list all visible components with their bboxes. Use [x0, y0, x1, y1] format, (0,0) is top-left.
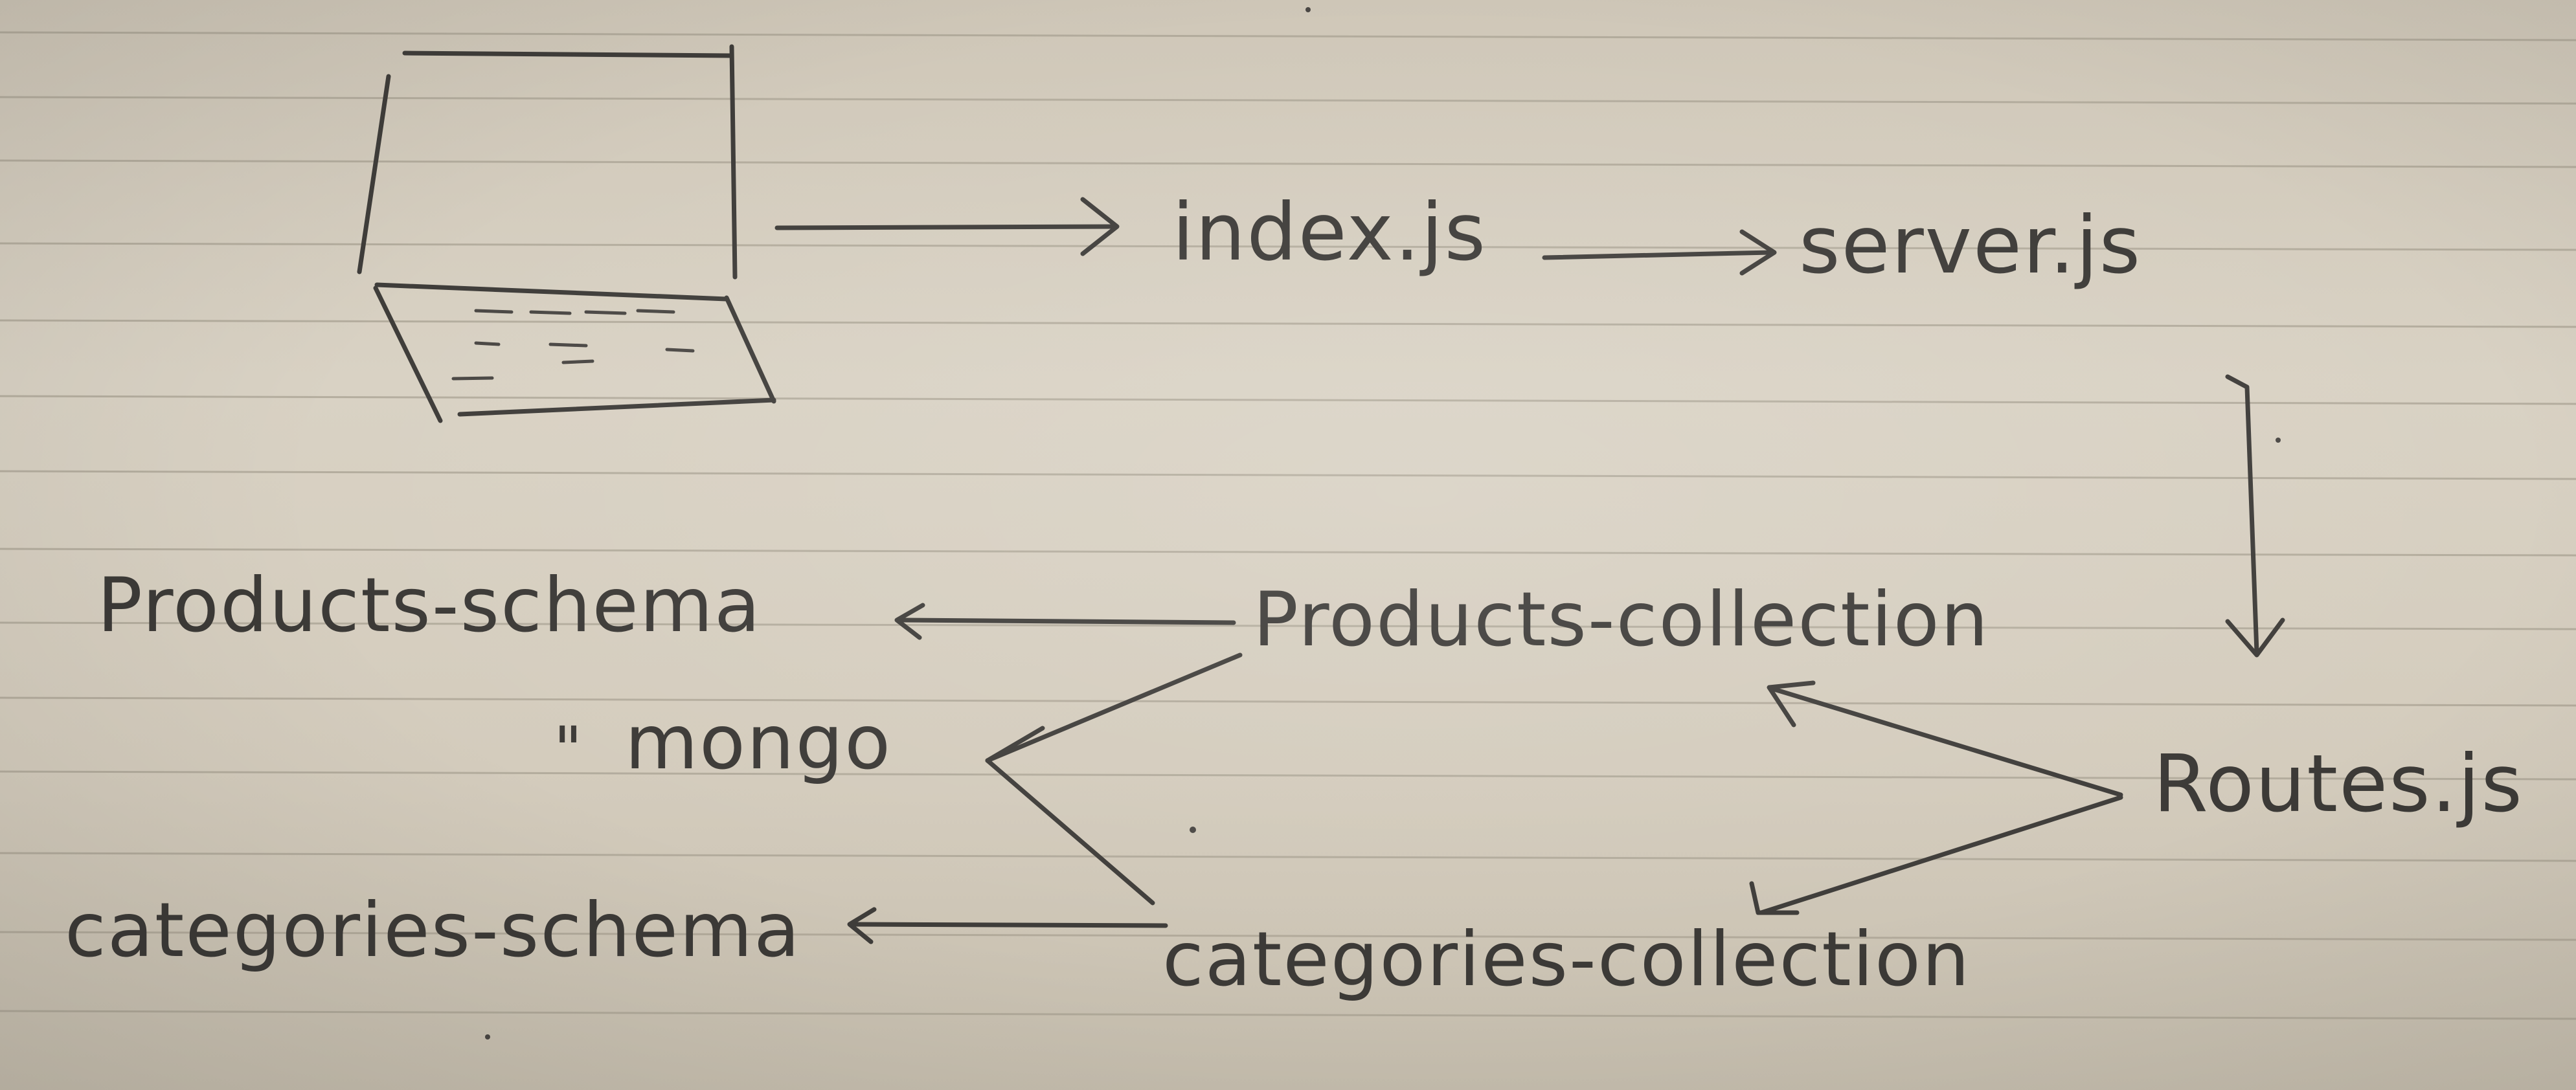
node-index-js: index.js — [1172, 186, 1487, 278]
node-products-schema: Products-schema — [97, 562, 762, 649]
node-mongo: mongo — [625, 699, 892, 786]
arrow-routes-to-categories — [1749, 795, 2123, 915]
ruled-lines — [0, 31, 2576, 1020]
arrow-index-to-server — [1542, 229, 1777, 276]
node-mongo-prefix: " — [554, 713, 584, 786]
node-server-js: server.js — [1799, 199, 2142, 291]
arrow-products-to-schema — [894, 603, 1236, 640]
node-routes-js: Routes.js — [2153, 738, 2524, 830]
node-products-collection: Products-collection — [1253, 576, 1990, 663]
node-categories-schema: categories-schema — [65, 887, 802, 974]
arrow-laptop-to-index — [774, 197, 1120, 256]
arrow-collections-to-mongo — [985, 652, 1243, 906]
arrow-server-to-routes — [2225, 374, 2285, 658]
arrow-routes-to-products — [1767, 680, 2123, 797]
node-categories-collection: categories-collection — [1162, 916, 1971, 1003]
arrow-categories-to-schema — [847, 907, 1168, 944]
stray-marks — [485, 7, 2281, 1040]
laptop-icon — [357, 44, 776, 423]
